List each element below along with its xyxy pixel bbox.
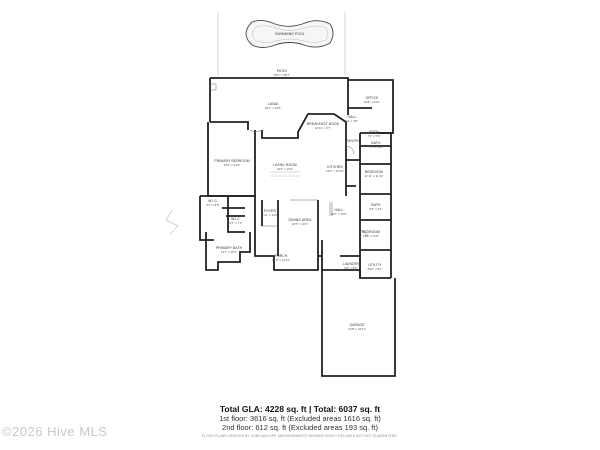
room-name-bedroom1: BEDROOM xyxy=(365,170,383,174)
room-dims-laundry: 5'6" x 8'4" xyxy=(344,266,357,270)
room-dims-primary-bedroom: 16'4" x 21'6" xyxy=(224,163,240,167)
room-name-office: OFFICE xyxy=(365,96,379,100)
room-dims-patio: 33'0" x 28'7" xyxy=(274,73,290,77)
room-name-breakfast: BREAKFAST NOOK xyxy=(307,122,340,126)
room-dims-bath1: 7'9" x 5'6" xyxy=(367,134,380,138)
room-dims-porch: 21'0" x 12'11" xyxy=(272,258,290,262)
room-name-hall1: HALL xyxy=(348,115,357,119)
second-floor-area-text: 2nd floor: 612 sq. ft (Excluded areas 19… xyxy=(222,423,378,432)
room-dims-dining: 13'5" x 16'1" xyxy=(292,222,308,226)
room-dims-bath3: 8'3" x 6'1" xyxy=(369,207,382,211)
watermark: ©2026 Hive MLS xyxy=(2,424,108,439)
room-name-wic1: W.I.C. xyxy=(208,199,218,203)
room-name-lanai: LANAI xyxy=(268,102,278,106)
room-name-utility: UTILITY xyxy=(368,263,382,267)
room-name-hall2: HALL xyxy=(335,208,344,212)
room-name-pantry: PANTRY xyxy=(346,139,361,143)
room-name-laundry: LAUNDRY xyxy=(343,262,360,266)
room-dims-breakfast: 10'11" x 9'7" xyxy=(315,126,331,130)
room-name-living: LIVING ROOM xyxy=(273,163,297,167)
swimming-pool xyxy=(245,19,334,48)
room-dims-utility: 8'10" x 8'4" xyxy=(368,267,383,271)
room-dims-bedroom2: 13'8" x 11'6" xyxy=(363,234,379,238)
room-name-bath3: BATH xyxy=(371,203,381,207)
room-dims-hall2: 18'7" x 23'0" xyxy=(331,212,347,216)
room-dims-garage: 22'8" x 34'11" xyxy=(348,327,366,331)
room-name-wic2: W.I.C. xyxy=(231,217,241,221)
pool-label: SWIMMING POOL xyxy=(275,32,305,36)
room-name-primary-bedroom: PRIMARY BEDROOM xyxy=(214,159,249,163)
walls xyxy=(199,77,396,377)
room-dims-lanai: 40'2" x 16'6" xyxy=(265,106,281,110)
room-name-bath2: BATH xyxy=(371,141,381,145)
room-name-bath1: BATH xyxy=(369,130,379,134)
room-name-kitchen: KITCHEN xyxy=(327,165,343,169)
room-dims-kitchen: 13'1" x 16'10" xyxy=(326,169,344,173)
room-dims-wic1: 5'1" x 8'6" xyxy=(206,203,219,207)
room-dims-bath2: 7'8" x 6'10" xyxy=(369,145,384,149)
room-name-garage: GARAGE xyxy=(349,323,365,327)
room-dims-wic2: 5'7" x 7'4" xyxy=(229,221,242,225)
room-dims-office: 12'8" x 13'0" xyxy=(364,100,380,104)
first-floor-area-text: 1st floor: 3616 sq. ft (Excluded areas 1… xyxy=(219,414,381,423)
room-dims-foyer: 7'11" x 12'0" xyxy=(262,213,278,217)
interior-details xyxy=(165,83,368,238)
room-dims-bedroom1: 11'11" x 11'11" xyxy=(365,174,384,178)
room-name-foyer: FOYER xyxy=(264,209,277,213)
room-name-patio: PATIO xyxy=(277,69,287,73)
total-area-text: Total GLA: 4228 sq. ft | Total: 6037 sq.… xyxy=(219,404,381,414)
room-dims-living: 19'0" x 19'2" xyxy=(277,167,293,171)
room-name-porch: PORCH xyxy=(275,254,288,258)
fine-print: FLOOR PLANS CREATED BY CUBICASA APP. MEA… xyxy=(202,434,398,438)
pool-deck xyxy=(217,12,346,75)
room-name-bedroom2: BEDROOM xyxy=(362,230,380,234)
room-dims-primary-bath: 11'7" x 16'7" xyxy=(221,250,237,254)
room-name-primary-bath: PRIMARY BATH xyxy=(216,246,243,250)
room-dims-hall1: 15' x 3'8" xyxy=(346,119,358,123)
room-name-dining: DINING AREA xyxy=(289,218,313,222)
